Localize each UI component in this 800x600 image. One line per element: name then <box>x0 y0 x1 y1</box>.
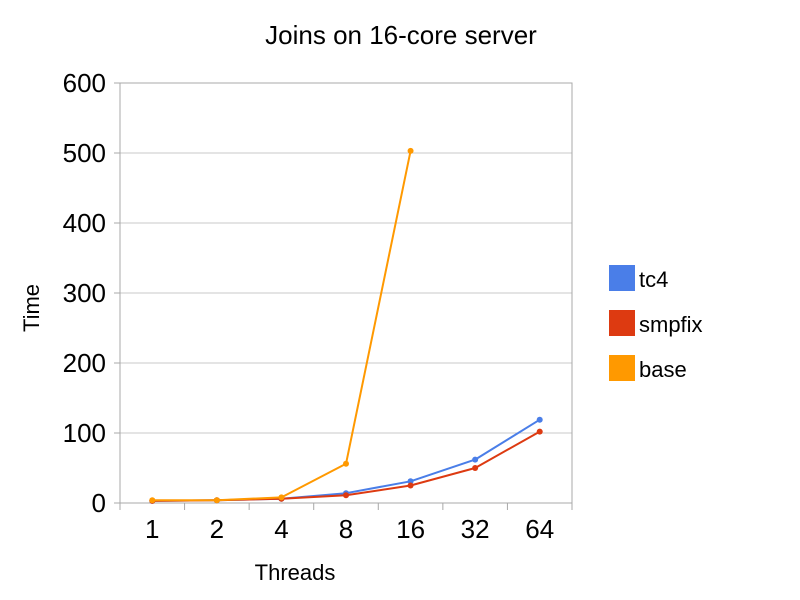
series-layer <box>149 147 543 504</box>
data-point-smpfix <box>407 482 414 489</box>
legend: tc4 smpfix base <box>609 265 703 382</box>
legend-label-tc4: tc4 <box>639 267 668 292</box>
y-axis-title: Time <box>19 284 44 332</box>
series-line-base <box>152 150 412 502</box>
y-tick-label: 500 <box>63 138 106 168</box>
data-point-smpfix <box>343 492 349 499</box>
y-tick-label: 300 <box>63 278 106 308</box>
data-point-tc4 <box>536 416 543 423</box>
legend-swatch-tc4 <box>609 265 635 291</box>
data-point-base <box>149 497 156 504</box>
data-point-tc4 <box>407 478 414 485</box>
y-tick-label: 0 <box>92 488 106 518</box>
legend-swatch-smpfix <box>609 310 635 336</box>
y-tick-label: 600 <box>63 68 106 98</box>
x-tick-label: 64 <box>525 514 554 544</box>
data-point-smpfix <box>536 428 543 435</box>
x-tick-label: 16 <box>396 514 425 544</box>
data-point-base <box>407 147 414 154</box>
x-tick-label: 2 <box>210 514 224 544</box>
x-tick-label: 8 <box>339 514 353 544</box>
data-point-base <box>343 460 349 467</box>
gridlines <box>120 82 572 434</box>
legend-swatch-base <box>609 355 635 381</box>
x-tick-label: 4 <box>274 514 288 544</box>
axes: 0 100 200 300 400 500 600 1 2 4 8 16 32 64 <box>63 68 573 544</box>
data-point-base <box>278 494 285 501</box>
x-tick-label: 32 <box>461 514 490 544</box>
x-axis-title: Threads <box>255 560 336 585</box>
data-point-tc4 <box>472 456 479 463</box>
y-tick-label: 100 <box>63 418 106 448</box>
chart-title: Joins on 16-core server <box>265 20 537 50</box>
legend-label-smpfix: smpfix <box>639 312 703 337</box>
data-point-base <box>213 497 220 504</box>
x-tick-label: 1 <box>145 514 159 544</box>
y-tick-label: 400 <box>63 208 106 238</box>
series-base <box>149 147 414 504</box>
y-tick-label: 200 <box>63 348 106 378</box>
legend-label-base: base <box>639 357 687 382</box>
data-point-smpfix <box>472 465 479 471</box>
